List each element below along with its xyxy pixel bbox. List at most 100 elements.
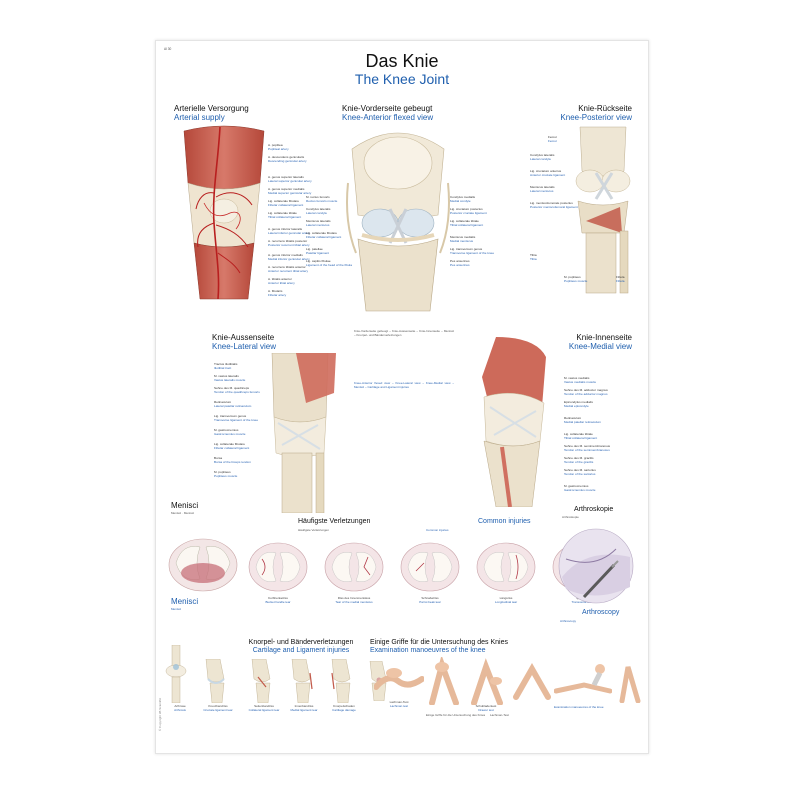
knee-skeleton-icon [165, 645, 187, 703]
copyright: © Copyright 3B Scientific [158, 697, 162, 731]
title-german: Das Knie [365, 51, 439, 71]
menisci-heading-de: Menisci [171, 501, 199, 510]
posterior-heading: Knie-Rückseite Knee-Posterior view [560, 104, 632, 122]
arterial-supply-illustration [183, 125, 265, 300]
cartilage-heading: Knorpel- und Bänderverletzungen Cartilag… [248, 639, 354, 654]
injuries-heading-de: Häufigste Verletzungen [298, 518, 371, 525]
injury-diagram-2 [324, 542, 384, 592]
medial-heading: Knie-Innenseite Knee-Medial view [568, 333, 632, 351]
arthroscopy-description-en: Arthroscopy [560, 619, 577, 623]
exam-illustration-4 [513, 662, 551, 700]
arthroscopy-heading-en: Arthroscopy [582, 609, 620, 616]
exam-heading: Einige Griffe für die Untersuchung des K… [370, 639, 509, 654]
cartilage-icon-3 [291, 659, 313, 703]
arthroscopy-description-de: Arthroskopie [562, 515, 579, 519]
knee-anatomy-poster: Al 30 Das Knie The Knee Joint Arterielle… [155, 40, 649, 754]
exam-text-1: Einige Griffe für die Untersuchung des K… [426, 713, 486, 717]
anterior-flexed-illustration [346, 132, 450, 312]
exam-illustration-2 [429, 657, 459, 705]
lateral-heading: Knie-Aussenseite Knee-Lateral view [212, 333, 277, 351]
title-block: Das Knie The Knee Joint [156, 51, 648, 87]
catalog-number: Al 30 [164, 47, 172, 51]
anterior-heading: Knie-Vorderseite gebeugt Knee-Anterior f… [342, 104, 434, 122]
injuries-description-en: Common injuries [426, 528, 449, 532]
center-description: Knie-Vorderseite gebeugt – Knie-Aussense… [354, 329, 454, 337]
lateral-view-illustration [271, 353, 336, 513]
menisci-illustration [168, 538, 238, 592]
injury-diagram-4 [476, 542, 536, 592]
title-english: The Knee Joint [354, 71, 450, 87]
injuries-description-de: Häufigste Verletzungen [298, 528, 330, 532]
menisci-description: Menisci · Menisci [171, 511, 195, 515]
exam-illustration-1 [374, 668, 424, 690]
exam-illustration-6 [619, 666, 641, 703]
injuries-heading-en: Common injuries [478, 518, 531, 525]
exam-text-3: Examination manoeuvres of the knee [554, 705, 604, 709]
arterial-heading: Arterielle Versorgung Arterial supply [174, 104, 249, 122]
arthroscopy-heading-de: Arthroskopie [574, 506, 614, 513]
injury-diagram-1 [248, 542, 308, 592]
exam-illustration-5 [554, 664, 612, 694]
center-description-en: Knee-Anterior flexed view – Knee-Lateral… [354, 381, 454, 389]
exam-illustration-3 [471, 658, 503, 705]
menisci-description-en: Menisci [171, 607, 182, 611]
medial-view-illustration [482, 337, 546, 507]
arthroscopy-illustration [558, 528, 634, 604]
